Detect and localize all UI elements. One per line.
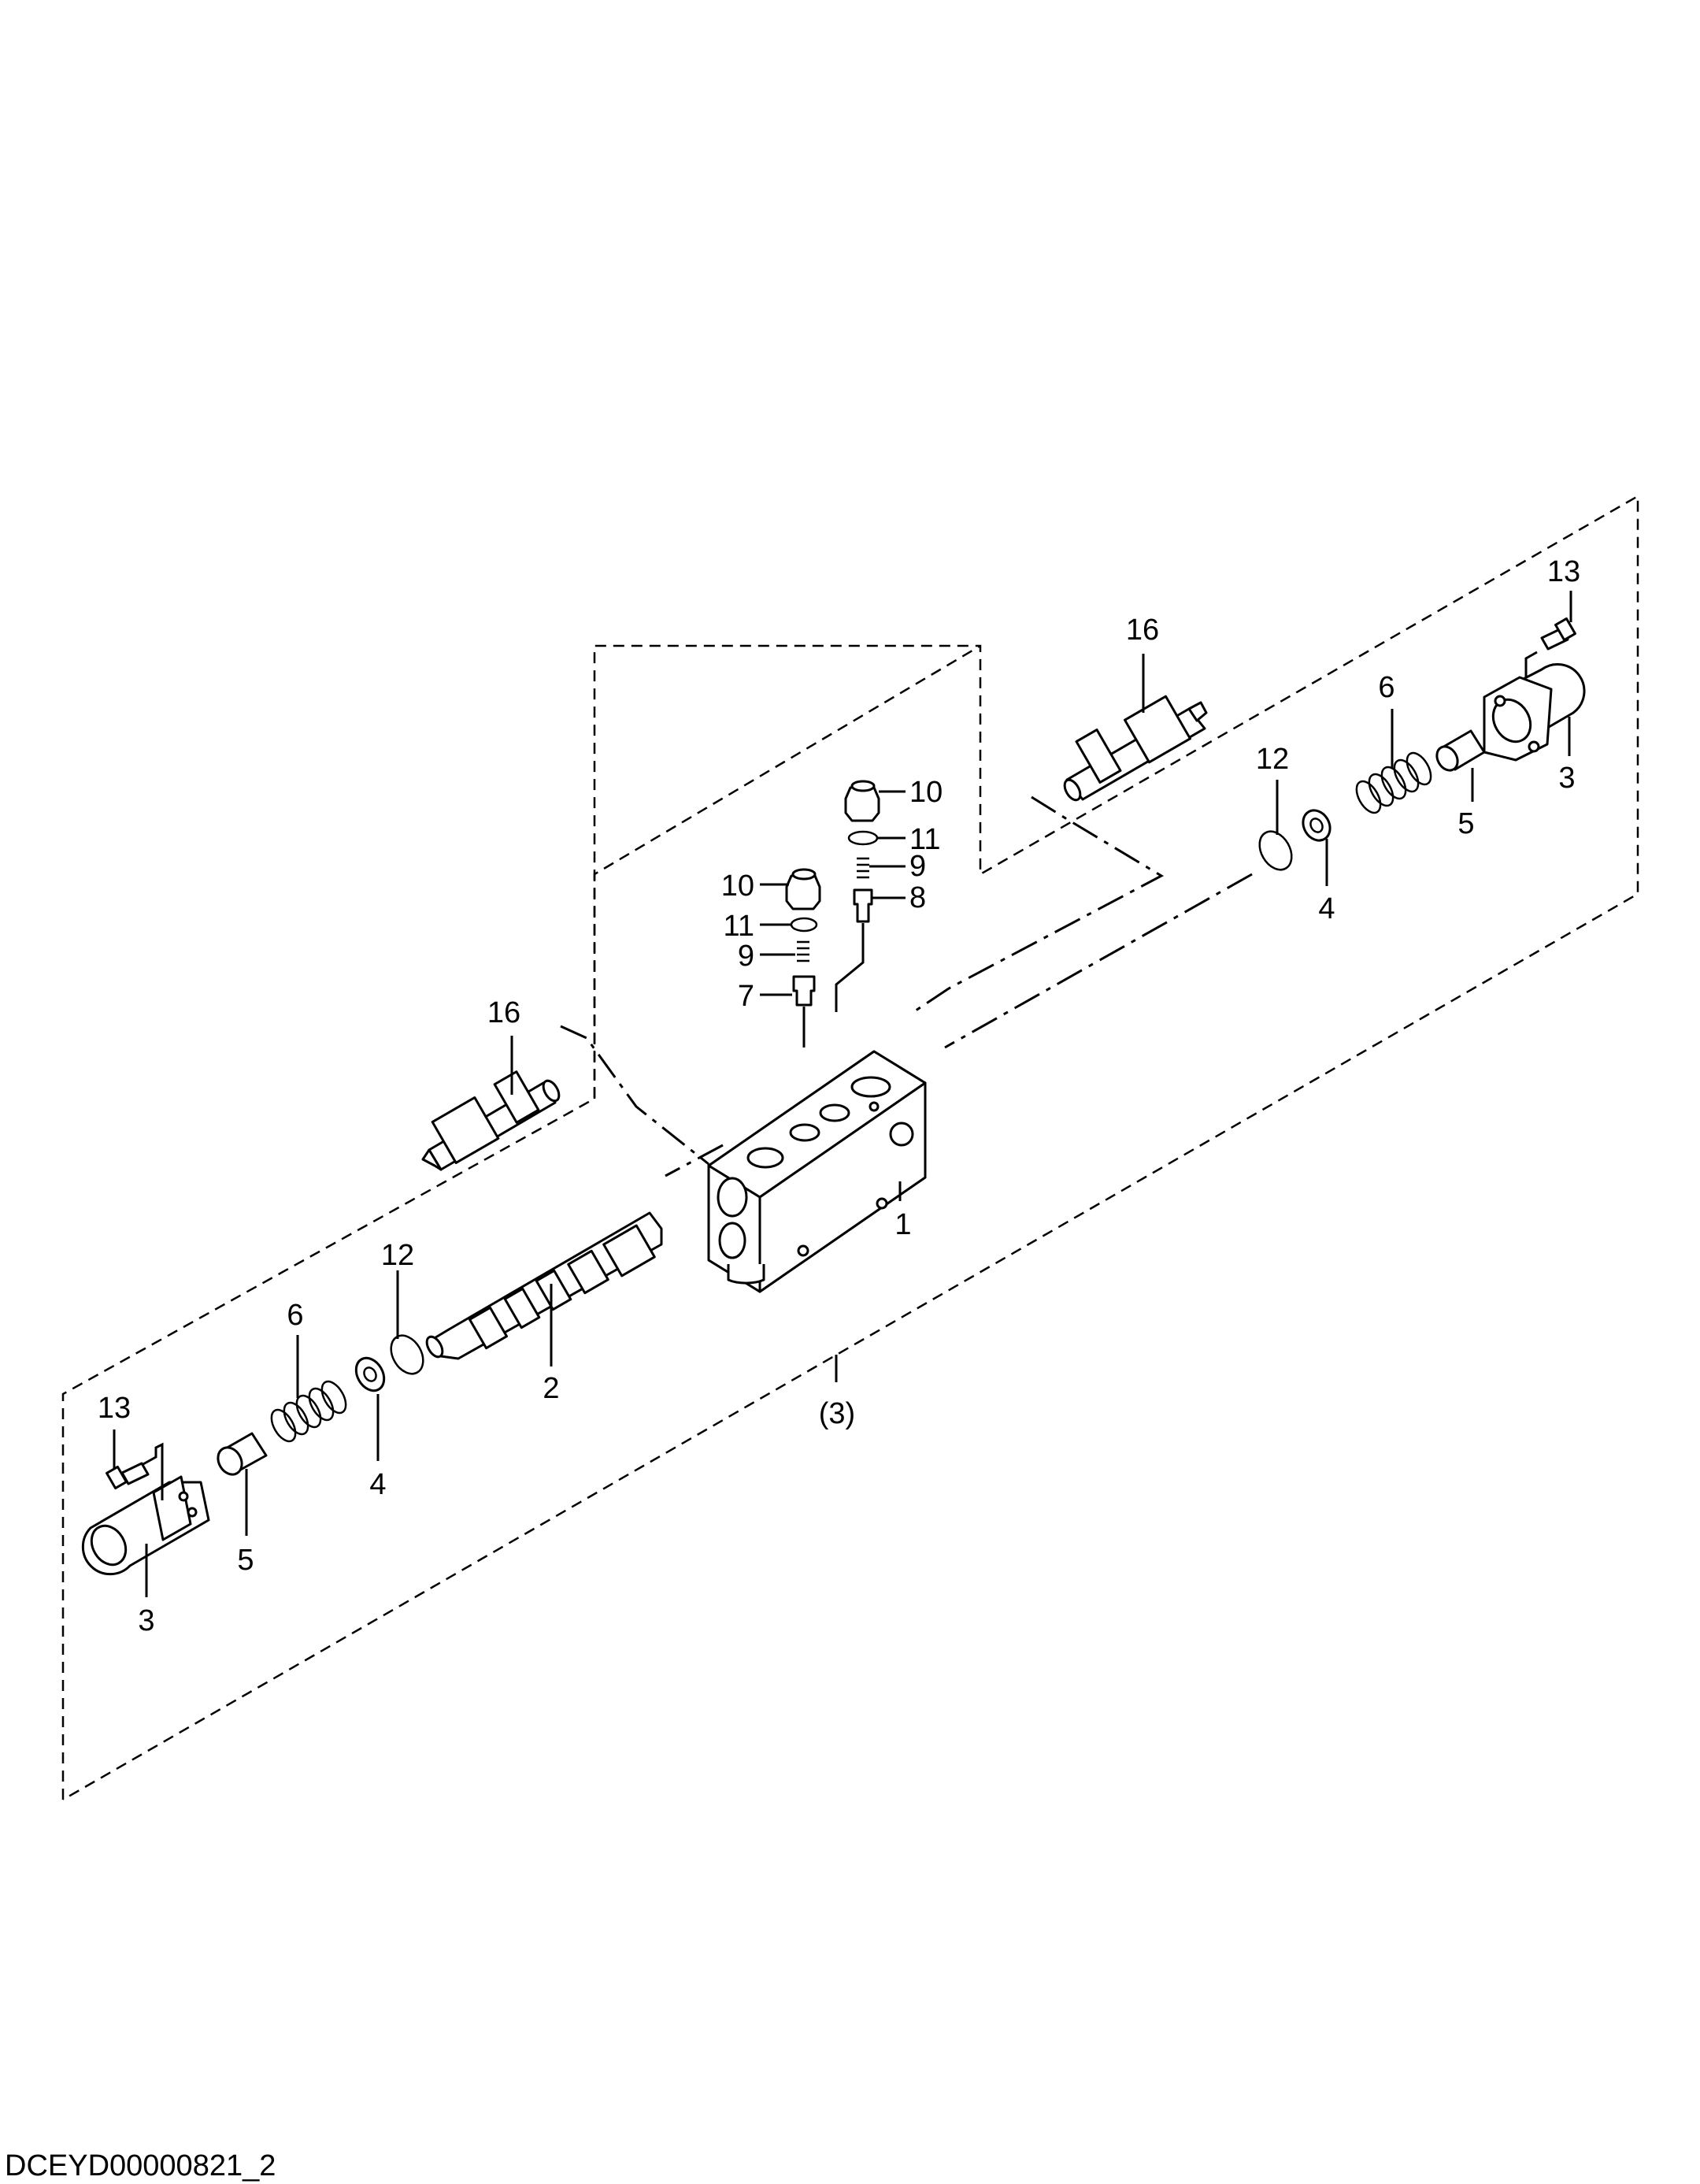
callout-7: 7 xyxy=(738,980,754,1013)
washer-part-4-left xyxy=(354,1356,386,1392)
poppet-part-7 xyxy=(792,975,816,1007)
spool-part-2 xyxy=(425,1211,663,1360)
callout-6-right: 6 xyxy=(1378,671,1394,704)
callout-13-right: 13 xyxy=(1547,555,1580,588)
callout-5-left: 5 xyxy=(237,1544,254,1577)
assembly-boundary-inner xyxy=(593,644,981,1099)
callout-10-lower: 10 xyxy=(721,870,754,903)
cover-part-3-right xyxy=(1483,663,1586,762)
callout-6-left: 6 xyxy=(287,1299,303,1332)
callout-8: 8 xyxy=(909,881,926,914)
spring-part-9-lower xyxy=(797,940,809,962)
centerline-relief-upper xyxy=(913,795,1165,1014)
relief-valve-part-16-left xyxy=(421,1070,561,1171)
callout-9-upper: 9 xyxy=(909,850,926,883)
centerline-spool-right xyxy=(944,873,1253,1049)
spring-seat-part-5-left xyxy=(217,1432,268,1476)
plug-part-10-lower xyxy=(785,868,821,910)
assembly-callout: (3) xyxy=(819,1397,855,1430)
callout-11-lower: 11 xyxy=(724,910,754,943)
bolt-part-13-right xyxy=(1540,617,1576,651)
plug-part-10-upper xyxy=(844,780,880,822)
poppet-part-8 xyxy=(853,888,873,923)
callout-10-upper: 10 xyxy=(909,776,943,809)
bolt-13-left-axis xyxy=(141,1442,164,1500)
valve-housing-part-1 xyxy=(707,1050,927,1293)
callout-4-left: 4 xyxy=(369,1468,386,1501)
callout-5-right: 5 xyxy=(1457,807,1474,840)
callout-4-right: 4 xyxy=(1318,892,1335,925)
relief-valve-part-16-upper xyxy=(1063,695,1208,802)
washer-part-4-right xyxy=(1302,809,1331,842)
callout-11-upper: 11 xyxy=(909,823,940,856)
callout-13-left: 13 xyxy=(98,1392,131,1425)
callout-16-upper: 16 xyxy=(1126,614,1159,647)
callout-16-left: 16 xyxy=(487,996,520,1029)
leader-8-housing xyxy=(835,923,865,1012)
callout-2: 2 xyxy=(543,1372,559,1405)
document-code: DCEYD00000821_2 xyxy=(5,2149,276,2182)
centerline-spool-left xyxy=(665,1144,724,1177)
spring-seat-part-5-right xyxy=(1435,729,1486,772)
callout-9-lower: 9 xyxy=(738,940,754,973)
callout-3-right: 3 xyxy=(1558,762,1575,795)
callout-1: 1 xyxy=(894,1208,911,1241)
spring-part-6-left xyxy=(270,1380,347,1443)
oring-part-11-upper xyxy=(847,830,879,846)
oring-part-12-left xyxy=(390,1334,424,1375)
bolt-part-13-left xyxy=(106,1462,150,1490)
oring-part-12-right xyxy=(1258,830,1293,871)
spring-part-6-right xyxy=(1355,751,1432,814)
oring-part-11-lower xyxy=(790,917,818,933)
callout-12-left: 12 xyxy=(381,1239,414,1272)
spring-part-9-upper xyxy=(857,857,869,879)
callout-12-right: 12 xyxy=(1256,743,1289,776)
bolt-13-right-axis xyxy=(1524,651,1538,677)
callout-3-left: 3 xyxy=(138,1604,154,1637)
centerline-relief-left xyxy=(560,1025,709,1166)
